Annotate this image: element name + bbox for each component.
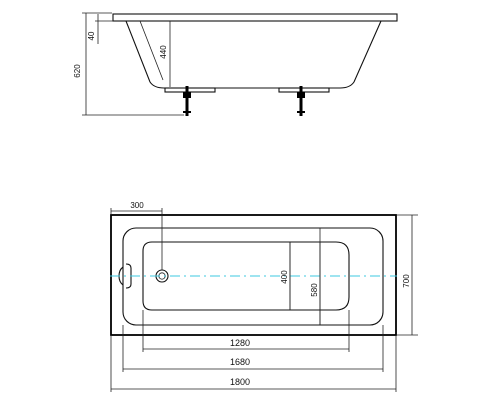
tub-inner-wall (139, 20, 164, 81)
leg-left (183, 86, 191, 116)
tub-bowl-side (125, 20, 382, 89)
leg-bar-right (278, 87, 330, 93)
tub-outline-top (110, 214, 397, 336)
dim-drain-offset: 300 (130, 201, 144, 210)
leg-bar-left (164, 87, 216, 93)
dim-bowl-length: 1680 (230, 357, 250, 367)
leg-right (297, 86, 305, 116)
dim-total-height: 620 (73, 64, 82, 78)
tub-bowl-top (122, 227, 384, 326)
side-view: 620 40 440 (73, 12, 398, 116)
dim-total-length: 1800 (230, 377, 250, 387)
dim-inner-depth: 440 (159, 45, 168, 59)
dim-inner-width: 400 (280, 270, 289, 284)
dim-bowl-width: 580 (310, 283, 319, 297)
tub-rim (112, 13, 398, 22)
top-view: 300 400 580 700 1280 1680 1800 (110, 201, 418, 392)
dim-inner-length: 1280 (230, 338, 250, 348)
dim-rim: 40 (87, 31, 96, 40)
tub-floor (142, 241, 350, 311)
dim-total-width: 700 (402, 274, 411, 288)
